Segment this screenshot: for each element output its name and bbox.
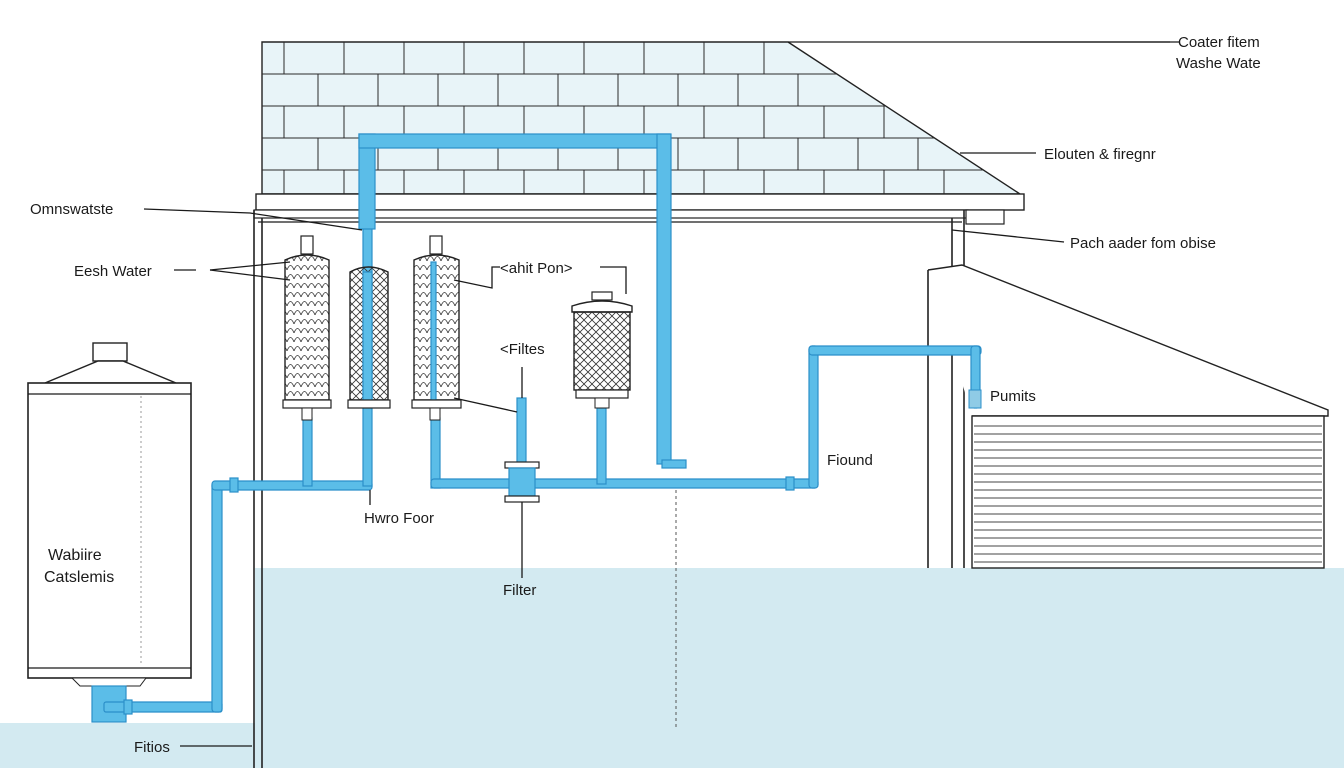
label-filtes: <Filtes: [500, 341, 545, 358]
leader-lines: [143, 41, 1170, 747]
garage-shed: [927, 264, 1329, 569]
cartridge-filter-3: [411, 235, 462, 421]
mesh-filter-canister: [571, 291, 633, 409]
cartridge-filter-2: [347, 266, 391, 409]
label-fiound: Fiound: [827, 452, 873, 469]
tank-label-line1: Wabiire: [48, 547, 102, 564]
label-coater-filter: Coater fitem: [1178, 34, 1260, 51]
label-omnswatste: Omnswatste: [30, 201, 113, 218]
inline-filter-valve: [504, 461, 540, 503]
storage-tank: Wabiire Catslemis: [27, 342, 192, 723]
label-ehit-pont: <ahit Pon>: [500, 260, 573, 277]
label-filter: Filter: [503, 582, 536, 599]
label-eesh-water: Eesh Water: [74, 263, 152, 280]
label-fitios: Fitios: [134, 739, 170, 756]
label-pumits: Pumits: [990, 388, 1036, 405]
ground-area: [0, 568, 1344, 768]
cartridge-filter-1: [282, 235, 332, 421]
label-hwro-foor: Hwro Foor: [364, 510, 434, 527]
label-elouten: Elouten & firegnr: [1044, 146, 1156, 163]
pump-fitting: [968, 389, 982, 409]
label-pach-aader: Pach aader fom obise: [1070, 235, 1216, 252]
tank-label-line2: Catslemis: [44, 569, 114, 586]
label-washe-water: Washe Wate: [1176, 55, 1261, 72]
